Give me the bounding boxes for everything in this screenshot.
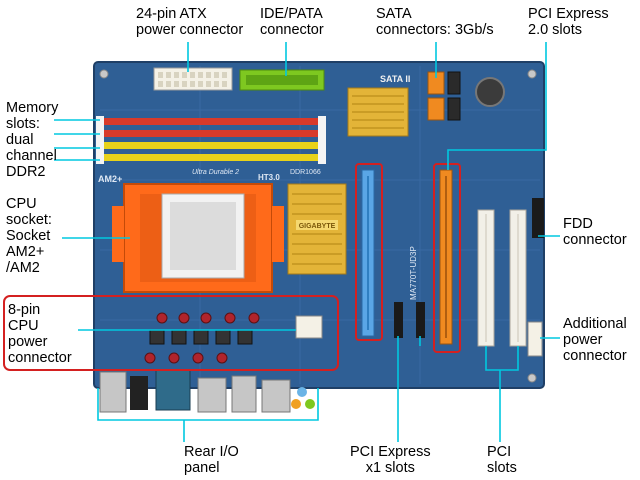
cpu-8pin-connector [295,315,323,339]
chip-brand-print: GIGABYTE [299,223,336,230]
highlight-box-pcie-blue [355,163,383,341]
cmos-battery [475,77,505,107]
label-pci: PCI slots [487,444,517,476]
fdd-connector [532,198,544,238]
label-memory: Memory slots: dual channel DDR2 [6,100,59,180]
label-sata: SATA connectors: 3Gb/s [376,6,494,38]
board-model-print: MA770T-UD3P [409,246,418,300]
atx-power-connector [153,67,233,91]
chokes [149,329,253,345]
label-rear-io: Rear I/O panel [184,444,239,476]
pcie-x16-slots [361,169,453,345]
cpu-socket [112,183,284,293]
label-cpu-power: 8-pin CPU power connector [8,302,72,366]
board-ht-print: HT3.0 [258,173,280,182]
rear-io-panel [99,369,315,413]
callout-lines [54,42,560,442]
label-fdd: FDD connector [563,216,627,248]
capacitors [144,312,260,364]
label-pcie-x1: PCI Express x1 slots [350,444,431,476]
label-aux-power: Additional power connector [563,316,627,364]
sata-connectors [427,71,461,121]
northbridge-heatsink: GIGABYTE [287,183,347,275]
board-sata-print: SATA II [380,74,410,84]
label-pcie2: PCI Express 2.0 slots [528,6,609,38]
pcie-x1-slots [394,302,425,338]
board-socket-print: AM2+ [98,174,122,184]
highlight-box-cpu-power [3,295,339,371]
ide-connector [239,69,325,91]
label-cpu-socket: CPU socket: Socket AM2+ /AM2 [6,196,52,276]
board-ddr-print: DDR1066 [290,169,321,176]
aux-power-connector [527,321,543,357]
memory-slots [96,116,326,164]
chipset-heatsink-small [347,87,409,137]
highlight-box-pcie-orange [433,163,461,353]
label-atx-power: 24-pin ATX power connector [136,6,244,38]
board-ultra-print: Ultra Durable 2 [192,169,239,176]
label-ide: IDE/PATA connector [260,6,324,38]
pci-slots [477,209,527,347]
